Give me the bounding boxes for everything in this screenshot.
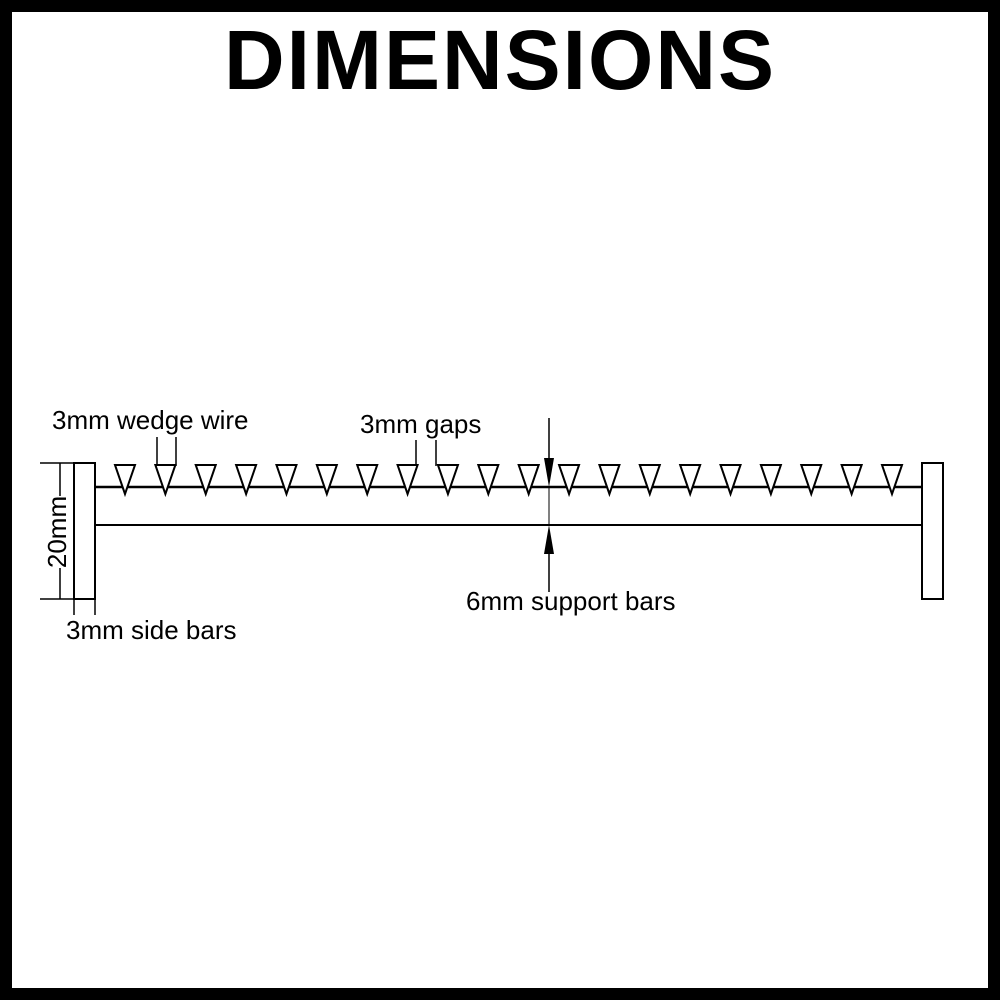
label-side-bars: 3mm side bars (66, 615, 237, 645)
wedge-wire-15 (678, 464, 702, 498)
right-side-bar (921, 462, 944, 600)
page-title: DIMENSIONS (223, 13, 777, 107)
wedge-wire-20 (880, 464, 904, 498)
label-gaps: 3mm gaps (360, 409, 481, 439)
wedge-wire-12 (557, 464, 581, 498)
label-support-bars: 6mm support bars (466, 586, 676, 616)
wedge-wire-1 (113, 464, 137, 498)
wedge-wire-5 (275, 464, 298, 498)
wedge-wire-16 (719, 464, 742, 498)
support-dim-top-arrow (544, 458, 554, 487)
wedge-wire-18 (799, 464, 823, 498)
wedge-wire-17 (759, 464, 783, 498)
wedge-wire-10 (476, 464, 500, 498)
wedge-wire-2 (153, 464, 177, 498)
height-label-bg (44, 496, 70, 568)
left-side-bar (73, 462, 96, 600)
wedge-wire-13 (598, 464, 621, 498)
wedge-wire-11 (517, 464, 541, 498)
wedge-wire-group (113, 464, 904, 498)
wedge-wire-9 (436, 464, 460, 498)
wedge-wire-4 (234, 464, 258, 498)
label-height: 20mm (42, 496, 72, 568)
wedge-wire-19 (840, 464, 864, 498)
label-wedge-wire: 3mm wedge wire (52, 405, 249, 435)
wedge-wire-14 (638, 464, 662, 498)
wedge-wire-7 (355, 464, 379, 498)
wedge-wire-6 (315, 464, 339, 498)
wedge-wire-8 (396, 464, 419, 498)
wedge-wire-3 (194, 464, 218, 498)
support-dim-bottom-arrow (544, 525, 554, 554)
